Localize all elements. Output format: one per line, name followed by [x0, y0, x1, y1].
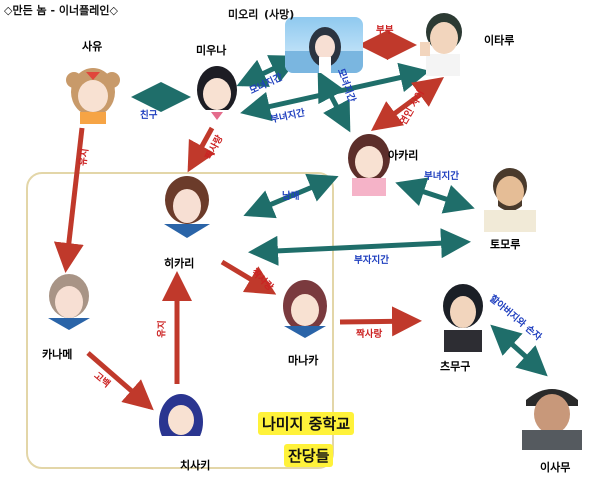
sayu-name: 사유 [82, 40, 103, 53]
chisaki-name: 치사키 [180, 459, 211, 472]
tomoru-name: 토모루 [490, 238, 521, 251]
itaru-name: 이타루 [484, 34, 515, 47]
label-sayu-kaname: 유지 [77, 147, 91, 167]
miori-name: 미오리 [228, 8, 259, 21]
akari-portrait [338, 128, 400, 196]
label-father-daughter-akari: 부녀지간 [424, 171, 459, 182]
hikari-name: 히카리 [164, 257, 195, 270]
kaname-portrait [38, 270, 100, 340]
banner-line1: 나미지 중학교 [258, 412, 355, 435]
sayu-portrait [60, 58, 126, 124]
miuna-portrait [191, 60, 243, 126]
miuna-name: 미우나 [196, 44, 227, 57]
miori-status: (사망) [264, 8, 295, 21]
chisaki-portrait [152, 392, 210, 454]
label-chisaki-hikari: 유지 [156, 320, 169, 338]
tsumugu-portrait [432, 280, 494, 352]
arrow-miori-akari [317, 70, 351, 133]
tomoru-portrait [472, 162, 548, 232]
label-manaka-tsumugu: 짝사랑 [356, 329, 383, 340]
arrow-miuna-hikari [187, 126, 216, 173]
itaru-portrait [412, 6, 474, 76]
label-couple: 부부 [376, 25, 394, 36]
hikari-portrait [156, 172, 218, 252]
arrow-kaname-chisaki [86, 351, 154, 411]
banner-line2: 잔당들 [284, 444, 334, 467]
arrow-sayu-kaname [53, 127, 85, 273]
manaka-name: 마나카 [288, 354, 319, 367]
arrow-itaru-akari [370, 77, 445, 131]
miori-portrait [285, 17, 363, 73]
arrow-tsumugu-isamu [490, 324, 548, 377]
akari-name: 아카리 [388, 149, 419, 162]
isamu-portrait [512, 370, 592, 450]
arrow-hikari-akari [243, 173, 339, 219]
tsumugu-name: 츠무구 [440, 360, 471, 373]
diagram-title: ◇만든 놈 - 이너플레인◇ [4, 4, 118, 17]
arrow-hikari-tomoru [248, 228, 471, 266]
arrow-akari-tomoru [395, 177, 475, 214]
school-group-frame [26, 172, 334, 469]
arrow-hikari-manaka [220, 259, 277, 295]
kaname-name: 카나메 [42, 348, 73, 361]
arrow-manaka-tsumugu [339, 306, 422, 337]
label-father-son: 부자지간 [354, 255, 389, 266]
label-siblings: 남매 [282, 191, 300, 202]
isamu-name: 이사무 [540, 461, 571, 474]
manaka-portrait [272, 276, 338, 348]
label-friend: 친구 [140, 110, 158, 121]
